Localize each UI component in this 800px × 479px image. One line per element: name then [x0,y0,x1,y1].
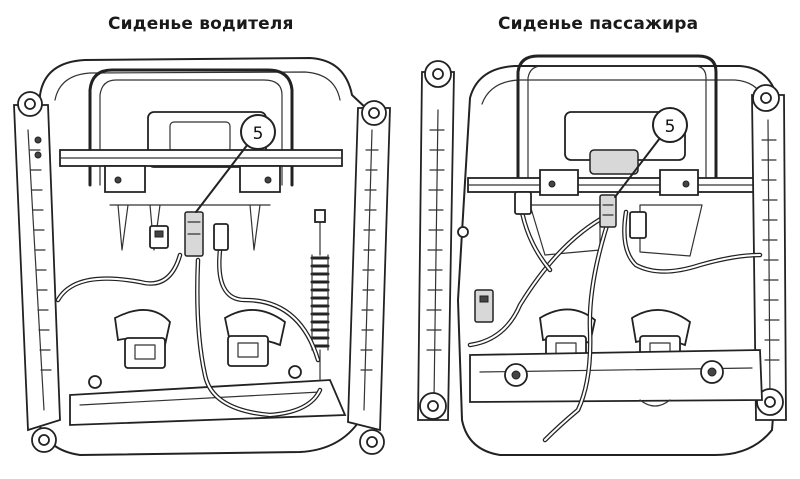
driver-connectors [149,211,229,257]
passenger-seat-drawing: 5 [417,54,787,456]
passenger-callout-label: 5 [665,117,676,137]
passenger-connector-5 [599,194,617,228]
driver-headrest-frame [88,68,294,187]
passenger-seat-outline [457,65,783,456]
passenger-wiring-harness [467,197,763,443]
driver-right-rail [347,107,391,432]
passenger-callout-5: 5 [614,107,688,198]
driver-seat-drawing: 5 [13,57,391,456]
passenger-headrest-frame [516,54,718,192]
passenger-connectors [457,191,647,323]
driver-callout-5: 5 [195,114,276,213]
passenger-seat-title: Сиденье пассажира [498,14,699,34]
driver-seat-title: Сиденье водителя [108,14,294,34]
driver-coil-spring [310,209,330,381]
passenger-lower-frame [469,349,763,403]
driver-callout-label: 5 [253,124,264,144]
driver-wiring-harness [55,247,323,418]
